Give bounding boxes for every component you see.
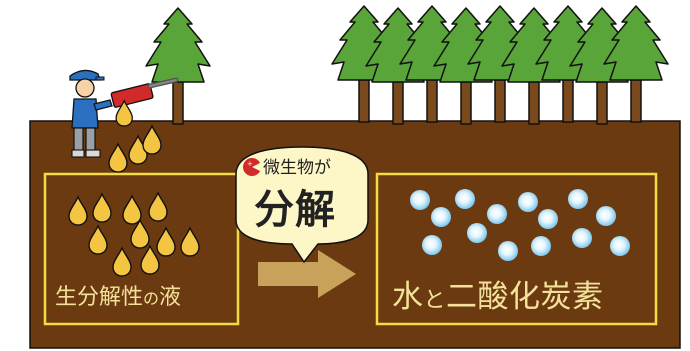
svg-text:+: +: [247, 160, 253, 168]
water-bubble-icon: [455, 189, 475, 209]
water-bubble-icon: [572, 228, 592, 248]
water-bubble-icon: [596, 206, 616, 226]
water-bubble-icon: [467, 223, 487, 243]
water-bubble-icon: [487, 204, 507, 224]
water-and-co2-label: 水と二酸化炭素: [392, 279, 604, 315]
water-bubble-icon: [498, 241, 518, 261]
result-box: [375, 172, 658, 326]
bubble-caption: 微生物が: [263, 158, 331, 178]
forest: [145, 5, 669, 125]
water-bubble-icon: [531, 236, 551, 256]
water-bubble-icon: [431, 207, 451, 227]
arrow-right-icon: [258, 250, 356, 298]
water-bubble-icon: [410, 190, 430, 210]
microbe-icon: +: [243, 158, 262, 176]
tree-icon: [145, 7, 211, 125]
water-bubble-icon: [538, 209, 558, 229]
bubble-decompose-text: 分解: [254, 187, 336, 233]
liquid-box: [43, 172, 240, 326]
water-bubble-icon: [610, 236, 630, 256]
sprayer-icon: [110, 77, 179, 108]
water-bubble-icon: [518, 192, 538, 212]
farmer-icon: [69, 69, 113, 158]
water-co2-bubbles: [410, 189, 630, 261]
speech-bubble: [235, 146, 369, 264]
biodegradable-liquid-label: 生分解性の液: [55, 285, 182, 310]
water-bubble-icon: [422, 235, 442, 255]
water-bubble-icon: [568, 189, 588, 209]
